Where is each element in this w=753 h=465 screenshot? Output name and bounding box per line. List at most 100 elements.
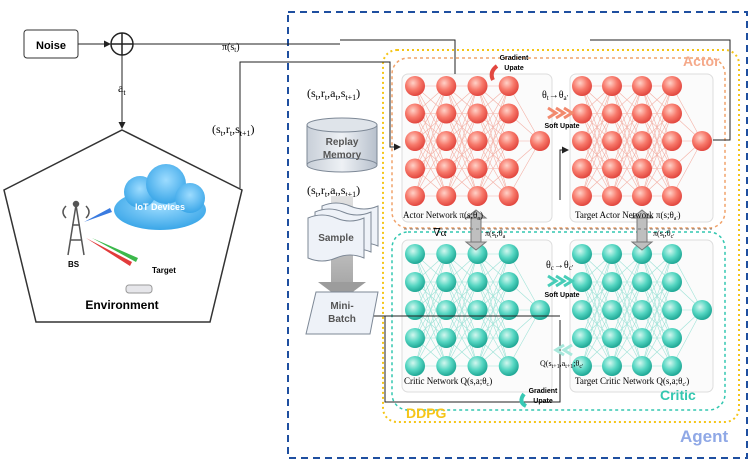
actor-connection <box>414 113 447 197</box>
minibatch-line <box>372 315 561 403</box>
target-critic-neuron <box>662 272 682 292</box>
gradient-update-label-top-1: Gradient <box>500 55 529 62</box>
target-actor-connection <box>671 140 703 197</box>
actor-connection <box>414 140 447 197</box>
target-critic-neuron <box>632 272 652 292</box>
target-critic-connection <box>671 309 703 367</box>
actor-label: Actor <box>683 53 720 69</box>
target-actor-neuron <box>602 158 622 179</box>
critic-connection <box>414 253 447 311</box>
target-actor-neuron <box>602 103 622 124</box>
replay-memory-icon <box>306 117 378 173</box>
target-actor-connection <box>641 113 673 197</box>
agent-label: Agent <box>680 427 729 446</box>
critic-connection <box>414 309 447 367</box>
target-actor-neuron <box>662 103 682 124</box>
target-critic-neuron <box>692 300 712 320</box>
critic-neuron <box>405 328 425 348</box>
critic-neuron <box>467 356 488 376</box>
action-label: at <box>118 81 126 97</box>
transition-tuple-env: (st,rt,st+1) <box>212 122 255 138</box>
actor-connection <box>445 85 478 197</box>
actor-connection <box>445 85 478 142</box>
agent-boundary <box>287 11 748 459</box>
critic-connection <box>445 253 478 367</box>
actor-critic-link-left <box>464 209 488 251</box>
critic-neuron <box>467 244 488 264</box>
critic-neuron <box>498 272 519 292</box>
target-critic-neuron <box>662 356 682 376</box>
critic-connection <box>445 253 478 339</box>
soft-update-label-top: Soft Upate <box>545 123 580 130</box>
target-device-icon <box>125 284 153 294</box>
critic-neuron <box>436 244 457 264</box>
gradient-update-label-top-2: Upate <box>504 65 524 72</box>
critic-connection <box>477 309 510 367</box>
actor-neuron <box>436 103 457 124</box>
actor-neuron <box>436 76 457 96</box>
target-critic-connection <box>641 309 673 367</box>
sample-stack-icon <box>307 202 379 262</box>
target-actor-connection <box>641 85 673 142</box>
gradient-update-label-bottom-2: Upate <box>533 398 553 405</box>
critic-connection <box>508 309 541 367</box>
iot-devices-label: IoT Devices <box>135 202 185 212</box>
soft-update-arrows-bottom <box>547 274 575 288</box>
target-actor-neuron <box>572 76 592 96</box>
target-critic-neuron <box>602 244 622 264</box>
actor-connection <box>477 113 510 197</box>
actor-neuron <box>530 131 550 151</box>
actor-network-caption: Actor Network π(s;θa) <box>403 210 483 222</box>
target-critic-neuron <box>632 356 652 376</box>
critic-connection <box>477 253 510 367</box>
signal-beam-red <box>86 238 132 266</box>
actor-connection <box>445 140 478 197</box>
policy-term-actor: π(st;θa <box>485 229 506 240</box>
critic-neuron <box>467 300 488 320</box>
target-actor-neuron <box>662 76 682 96</box>
target-critic-connection <box>581 309 613 367</box>
target-actor-neuron <box>632 158 652 179</box>
actor-connection <box>508 85 541 142</box>
actor-neuron <box>467 131 488 151</box>
soft-update-arrows-top <box>547 106 575 120</box>
target-actor-neuron <box>572 103 592 124</box>
target-actor-neuron <box>572 131 592 151</box>
target-actor-connection <box>611 85 643 169</box>
actor-region <box>391 57 726 229</box>
target-critic-neuron <box>662 300 682 320</box>
actor-neuron <box>405 186 425 206</box>
critic-neuron <box>405 300 425 320</box>
target-critic-neuron <box>602 356 622 376</box>
target-critic-connection <box>671 253 703 311</box>
actor-neuron <box>498 103 519 124</box>
actor-connection <box>414 85 447 142</box>
target-critic-connection <box>581 253 613 367</box>
critic-connection <box>477 281 510 367</box>
target-critic-neuron <box>572 244 592 264</box>
target-critic-neuron <box>572 300 592 320</box>
target-actor-connection <box>581 85 613 169</box>
replay-memory-label-1: Replay <box>326 137 359 148</box>
actor-neuron <box>405 76 425 96</box>
q-next-arrows <box>553 343 573 357</box>
target-actor-neuron <box>602 76 622 96</box>
transition-tuple-mid: (st,rt,at,st+1) <box>307 183 360 199</box>
target-critic-neuron <box>602 300 622 320</box>
target-critic-neuron <box>632 244 652 264</box>
target-critic-connection <box>611 253 643 311</box>
mini-batch-shape <box>305 291 379 335</box>
signal-beam-blue <box>84 208 112 222</box>
actor-neuron <box>498 158 519 179</box>
target-label: Target <box>152 266 176 275</box>
critic-neuron <box>498 328 519 348</box>
sample-label: Sample <box>318 233 354 244</box>
critic-neuron <box>436 300 457 320</box>
target-critic-connection <box>611 309 643 367</box>
mini-batch-label-1: Mini- <box>330 301 353 312</box>
critic-neuron <box>498 244 519 264</box>
target-critic-neuron <box>572 328 592 348</box>
target-critic-neuron <box>632 328 652 348</box>
